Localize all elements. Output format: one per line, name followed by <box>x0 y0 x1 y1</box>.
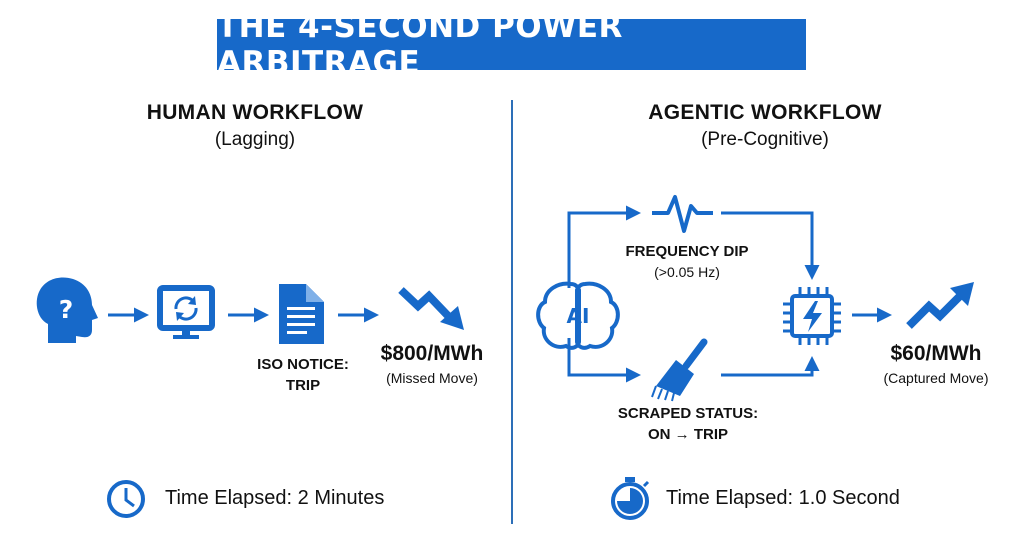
stopwatch-icon <box>611 477 650 520</box>
section-divider <box>511 100 513 524</box>
human-workflow-subheading: (Lagging) <box>214 129 296 150</box>
power-chip-icon <box>783 287 841 345</box>
human-time-elapsed: Time Elapsed: 2 Minutes <box>165 487 385 509</box>
frequency-dip-label: FREQUENCY DIP (>0.05 Hz) <box>612 241 762 283</box>
scraped-status-line1: SCRAPED STATUS: <box>617 405 759 422</box>
title-banner: THE 4-SECOND POWER ARBITRAGE <box>217 9 806 81</box>
agentic-price-note: (Captured Move) <box>883 370 989 386</box>
scraped-status-label: SCRAPED STATUS: ON → TRIP <box>597 403 779 445</box>
ai-label: AI <box>567 304 590 328</box>
clock-icon <box>107 480 145 518</box>
iso-notice-line1: ISO NOTICE: <box>257 356 349 373</box>
refresh-monitor-icon <box>157 285 215 339</box>
agentic-workflow-heading: AGENTIC WORKFLOW <box>648 101 882 124</box>
scraped-status-line2: ON → TRIP <box>647 426 728 443</box>
human-price-note: (Missed Move) <box>386 370 478 386</box>
iso-notice-line2: TRIP <box>285 377 321 394</box>
ai-brain-icon: AI <box>536 281 620 350</box>
human-workflow-heading: HUMAN WORKFLOW <box>146 101 364 124</box>
document-icon <box>279 284 324 344</box>
question-head-icon: ? <box>36 277 98 343</box>
frequency-dip-line2: (>0.05 Hz) <box>654 264 720 280</box>
page-title: THE 4-SECOND POWER ARBITRAGE <box>217 8 623 81</box>
frequency-dip-line1: FREQUENCY DIP <box>625 243 749 260</box>
agentic-time-elapsed: Time Elapsed: 1.0 Second <box>666 487 900 509</box>
trend-up-icon <box>906 282 974 329</box>
agentic-workflow-subheading: (Pre-Cognitive) <box>701 129 829 150</box>
human-price: $800/MWh <box>380 342 484 365</box>
agentic-price: $60/MWh <box>890 342 982 365</box>
iso-notice-label: ISO NOTICE: TRIP <box>250 354 356 396</box>
agentic-flow-lines <box>567 205 892 383</box>
scraper-brush-icon <box>651 338 708 402</box>
trend-down-icon <box>398 287 464 330</box>
svg-text:?: ? <box>59 295 74 324</box>
pulse-wave-icon <box>652 195 713 233</box>
